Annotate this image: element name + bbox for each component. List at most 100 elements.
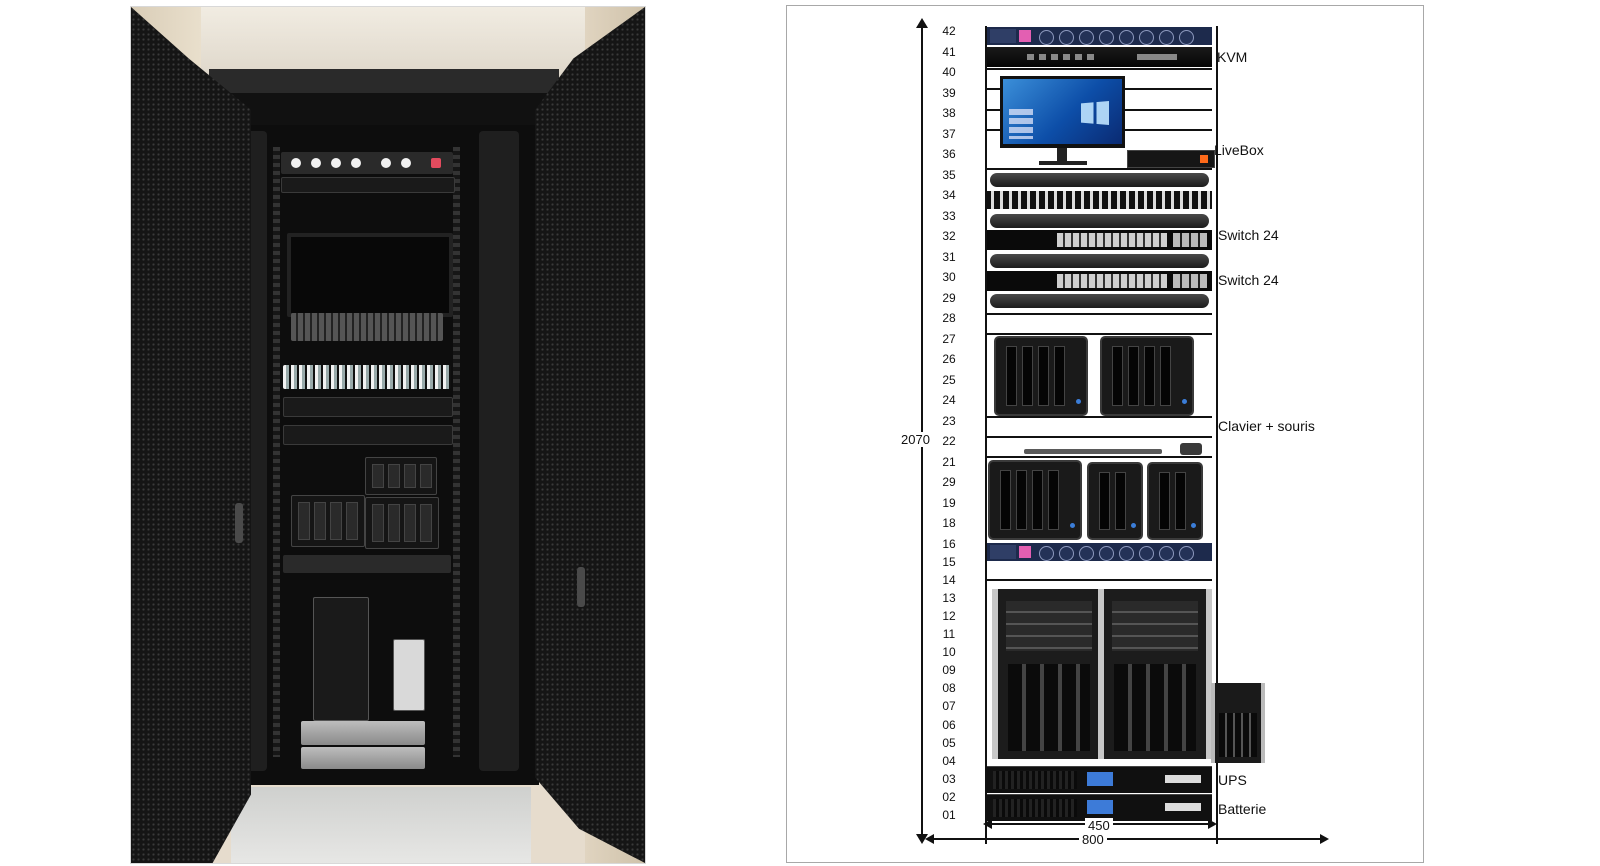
rack-width-arrow-left: [983, 819, 992, 829]
livebox-router: [1127, 150, 1215, 168]
photo-nas-2: [291, 495, 365, 547]
rack-unit-label: 29: [942, 290, 956, 305]
rack-width-label: 450: [1085, 818, 1113, 833]
rack-photo: [130, 6, 646, 864]
cabinet-width-label: 800: [1079, 832, 1107, 847]
mouse: [1180, 443, 1202, 455]
keyboard: [1024, 449, 1162, 454]
cabinet-width-arrow-left: [925, 834, 934, 844]
rack-unit-label: 05: [942, 735, 956, 750]
nas-unit-2: [1100, 336, 1194, 416]
height-arrow-down: [916, 834, 928, 844]
rack-unit-label: 18: [942, 516, 956, 530]
switch-24-top: [987, 230, 1212, 250]
shelf-line: [987, 333, 1212, 335]
rack-frame: [985, 26, 1218, 844]
photo-keyboard: [291, 313, 443, 341]
photo-patch-cables: [283, 365, 451, 389]
photo-ups: [301, 721, 425, 745]
rack-unit-label: 38: [942, 106, 956, 120]
battery-unit: [987, 794, 1212, 821]
pdu-switch-icon: [1019, 546, 1031, 558]
photo-floor: [231, 787, 531, 863]
door-hinge-left: [235, 503, 243, 543]
shelf-line: [987, 416, 1212, 418]
pdu-switch-icon: [1019, 30, 1031, 42]
tower-server-small: [1211, 683, 1265, 763]
pdu-top: [987, 27, 1212, 45]
rack-unit-label: 26: [942, 352, 956, 366]
battery-display-icon: [1087, 800, 1113, 814]
windows-logo-icon: [1081, 101, 1109, 125]
nas-unit-5: [1147, 462, 1203, 540]
cabinet-width-arrow-right: [1320, 834, 1329, 844]
monitor-foot: [1039, 161, 1087, 165]
cabinet-door-left: [131, 7, 251, 863]
cabinet-top: [195, 93, 547, 129]
rack-unit-label: 01: [942, 808, 956, 822]
ceiling-vent: [209, 69, 559, 97]
rack-unit-label: 19: [942, 495, 956, 510]
rack-width-arrow-right: [1208, 819, 1217, 829]
rack-unit-label: 22: [942, 434, 956, 448]
nas-unit-1: [994, 336, 1088, 416]
rack-unit-label: 02: [942, 789, 956, 804]
rack-unit-label: 06: [942, 717, 956, 732]
rack-unit-label: 23: [942, 413, 956, 428]
rack-unit-label: 32: [942, 229, 956, 243]
monitor-screen: [1003, 79, 1122, 144]
rack-unit-label: 04: [942, 753, 956, 768]
patch-panel: [987, 191, 1212, 209]
rack-unit-label: 13: [942, 590, 956, 605]
rack-unit-label: 36: [942, 147, 956, 161]
rack-unit-label: 35: [942, 167, 956, 182]
kvm-unit: [987, 47, 1212, 67]
pdu-logo-icon: [990, 545, 1016, 559]
ups-unit: [987, 766, 1212, 793]
rack-unit-label: 34: [942, 188, 956, 202]
rack-unit-label: 41: [942, 44, 956, 59]
rack-unit-label: 16: [942, 536, 956, 551]
height-dimension-line: [921, 21, 923, 841]
door-handle-right: [577, 567, 585, 607]
switch-24-bottom: [987, 271, 1212, 291]
shelf-line: [987, 68, 1212, 70]
callout-switch-top: Switch 24: [1218, 227, 1279, 243]
rack-unit-label: 11: [942, 627, 956, 641]
monitor-stand: [1057, 148, 1067, 162]
rack-unit-label: 27: [942, 331, 956, 346]
photo-pdu-top: [281, 152, 453, 174]
photo-nas-3: [365, 497, 439, 549]
shelf-line: [987, 579, 1212, 581]
callout-ups: UPS: [1218, 772, 1247, 788]
rack-unit-label: 42: [942, 24, 956, 38]
tower-server-1: [992, 589, 1106, 759]
pdu-logo-icon: [990, 29, 1016, 43]
rack-unit-label: 29: [942, 475, 956, 489]
desktop-tiles-icon: [1009, 109, 1033, 139]
rack-unit-label: 28: [942, 311, 956, 325]
rack-unit-label: 30: [942, 270, 956, 284]
rack-unit-label: 25: [942, 372, 956, 387]
photo-monitor: [287, 233, 453, 317]
photo-switch-2: [283, 425, 453, 445]
rack-unit-label: 37: [942, 126, 956, 141]
rack-unit-label: 33: [942, 208, 956, 223]
photo-nas-1: [365, 457, 437, 495]
rack-rail-left: [273, 147, 280, 757]
callout-kvm: KVM: [1217, 49, 1248, 65]
brush-panel: [990, 254, 1209, 268]
cabinet-width-dimension-line: [927, 838, 1327, 840]
shelf-line: [987, 456, 1212, 458]
rack-unit-label: 40: [942, 65, 956, 79]
rack-unit-label: 14: [942, 572, 956, 587]
nas-unit-4: [1087, 462, 1143, 540]
shelf-line: [987, 168, 1212, 170]
rack-unit-label: 21: [942, 454, 956, 469]
rack-unit-label: 08: [942, 681, 956, 696]
photo-mini-pc: [393, 639, 425, 711]
rack-unit-label: 09: [942, 663, 956, 678]
pdu-middle: [987, 543, 1212, 561]
shelf-line: [987, 313, 1212, 315]
